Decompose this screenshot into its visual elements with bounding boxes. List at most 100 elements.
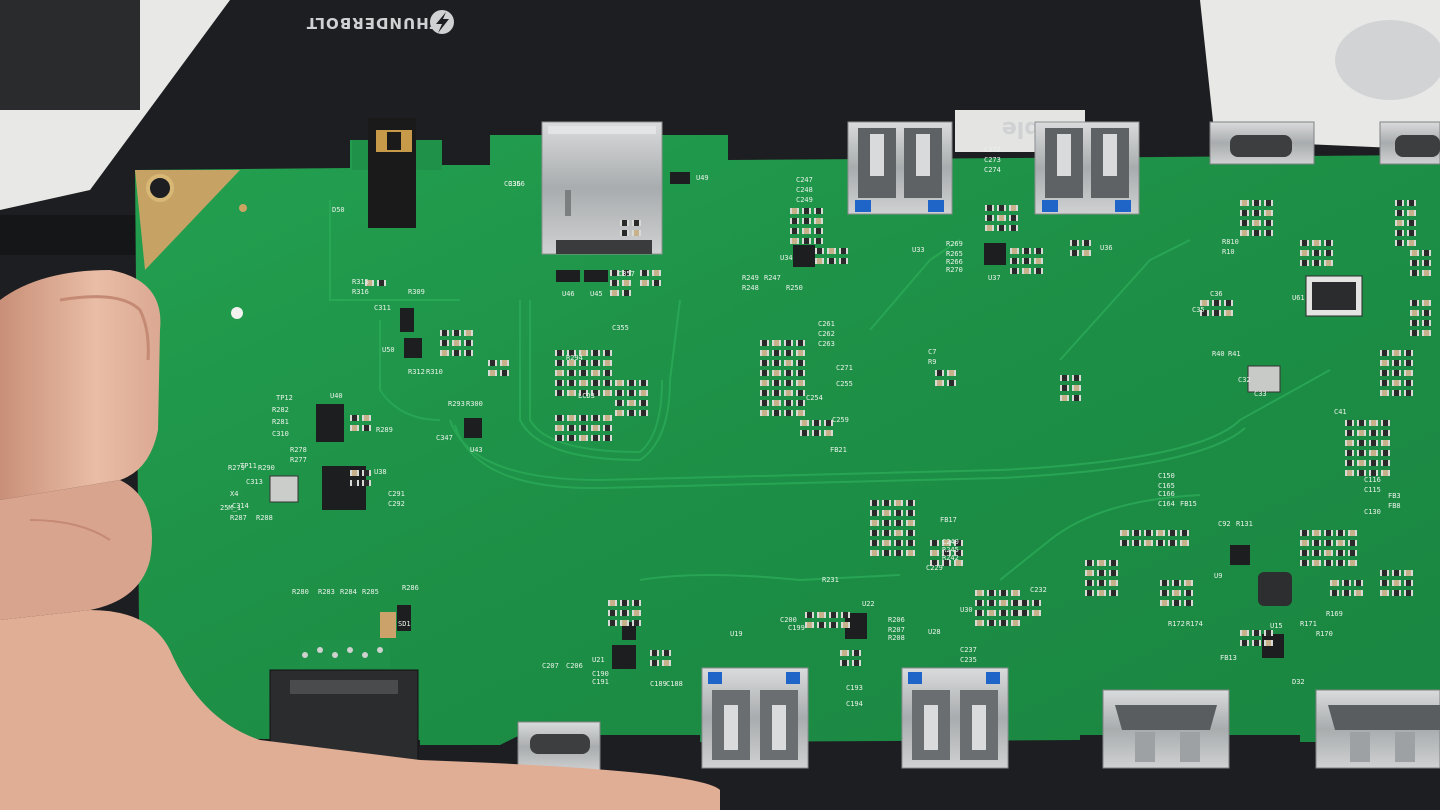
smd-part (555, 370, 564, 376)
smd-part (1380, 390, 1389, 396)
usb-a-port-bottom-1 (701, 667, 809, 769)
smd-part (1395, 210, 1404, 216)
smd-part (1392, 380, 1401, 386)
smd-part (1312, 240, 1321, 246)
silk-label-r249: R249 (742, 274, 759, 282)
silk-label-c35: C35 (1192, 306, 1205, 314)
smd-part (817, 612, 826, 618)
usb-a-port-top-2 (1034, 121, 1140, 215)
smd-part (852, 660, 861, 666)
silk-label-r300: R300 (466, 400, 483, 408)
silk-label-r245: R245 (942, 546, 959, 554)
smd-part (840, 660, 849, 666)
smd-part (1312, 550, 1321, 556)
smd-part (1312, 260, 1321, 266)
silk-label-c249: C249 (796, 196, 813, 204)
smd-part (935, 380, 944, 386)
silk-label-sd1: SD1 (398, 620, 411, 628)
smd-part (603, 370, 612, 376)
smd-part (882, 520, 891, 526)
smd-part (1252, 220, 1261, 226)
chips (316, 172, 1363, 669)
smd-part (1264, 230, 1273, 236)
smd-part (1172, 580, 1181, 586)
smd-part (620, 600, 629, 606)
smd-part (579, 350, 588, 356)
silk-label-r270: R270 (946, 266, 963, 274)
smd-part (579, 370, 588, 376)
smd-part (1381, 430, 1390, 436)
smd-part (1160, 580, 1169, 586)
silk-label-r279: R279 (228, 464, 245, 472)
smd-part (882, 550, 891, 556)
silk-label-c271: C271 (836, 364, 853, 372)
silk-label-c336: C336 (504, 180, 521, 188)
smd-part (894, 510, 903, 516)
smd-part (1240, 630, 1249, 636)
smd-part (1160, 600, 1169, 606)
silk-label-r287: R287 (230, 514, 247, 522)
smd-part (1422, 320, 1431, 326)
smd-part (987, 620, 996, 626)
smd-part (1240, 210, 1249, 216)
smd-part (603, 390, 612, 396)
smd-part (1082, 250, 1091, 256)
smd-part (1345, 420, 1354, 426)
smd-part (627, 400, 636, 406)
smd-part (555, 415, 564, 421)
fiducial (231, 307, 243, 319)
smd-part (882, 510, 891, 516)
silk-label-fb21: FB21 (830, 446, 847, 454)
chip-u45 (584, 270, 608, 282)
smd-part (1072, 385, 1081, 391)
smd-part (1097, 570, 1106, 576)
smd-part (790, 208, 799, 214)
smd-part (1369, 470, 1378, 476)
smd-part (784, 380, 793, 386)
smd-part (1354, 580, 1363, 586)
smd-part (802, 218, 811, 224)
smd-part (796, 380, 805, 386)
smd-part (1381, 440, 1390, 446)
smd-part (377, 280, 386, 286)
smd-part (1240, 200, 1249, 206)
crystal-right (1247, 365, 1281, 393)
silk-label-c357: C357 (618, 270, 635, 278)
chip-u38 (322, 466, 366, 510)
smd-part (622, 290, 631, 296)
smd-part (841, 622, 850, 628)
smd-part (906, 510, 915, 516)
smd-part (935, 370, 944, 376)
smd-part (1336, 540, 1345, 546)
smd-part (464, 350, 473, 356)
silk-label-lcd3: LCD3 (578, 392, 595, 400)
smd-part (1300, 260, 1309, 266)
smd-part (1085, 580, 1094, 586)
smd-part (1144, 530, 1153, 536)
smd-part (615, 390, 624, 396)
smd-part (975, 610, 984, 616)
silk-label-u45: U45 (590, 290, 603, 298)
smd-part (1034, 258, 1043, 264)
smd-part (591, 360, 600, 366)
smd-part (827, 248, 836, 254)
silk-label-c150: C150 (1158, 472, 1175, 480)
silk-label-c254: C254 (806, 394, 823, 402)
smd-part (796, 340, 805, 346)
smd-part (796, 370, 805, 376)
silk-label-c272: C272 (984, 146, 1001, 154)
smd-part (1011, 620, 1020, 626)
silk-label-r283: R283 (318, 588, 335, 596)
smd-part (1380, 380, 1389, 386)
smd-part (894, 500, 903, 506)
silk-label-d50: D50 (332, 206, 345, 214)
smd-part (620, 230, 629, 236)
chip-u37 (984, 243, 1006, 265)
smd-part (1034, 268, 1043, 274)
smd-part (1300, 240, 1309, 246)
smd-part (620, 620, 629, 626)
smd-part (1324, 240, 1333, 246)
smd-part (627, 410, 636, 416)
smd-part (1422, 330, 1431, 336)
smd-part (591, 415, 600, 421)
